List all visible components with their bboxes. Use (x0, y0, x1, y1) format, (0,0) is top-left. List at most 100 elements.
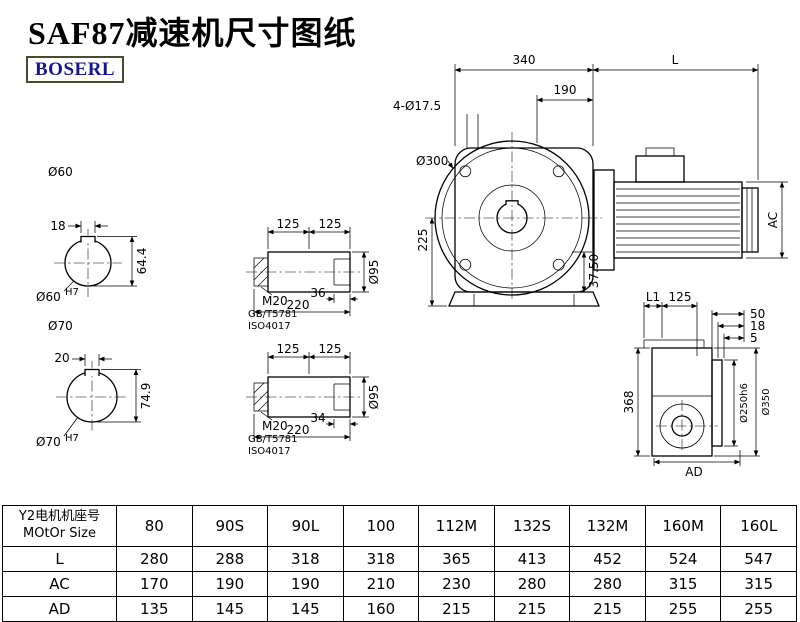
table-header-row: Y2电机机座号 MOtOr Size 80 90S 90L 100 112M 1… (2, 505, 797, 547)
side-5-dim: 5 (750, 331, 758, 345)
column-header: 80 (116, 505, 193, 547)
shaft-top-length-dim: 220 (287, 298, 310, 312)
cell: 413 (493, 546, 571, 572)
cell: 190 (267, 571, 344, 597)
motor-size-header-en: MOtOr Size (23, 526, 96, 541)
column-header: 160L (720, 505, 797, 547)
dia-60-label: Ø60 (48, 165, 73, 179)
shaft-bottom-dia-dim: Ø95 (367, 385, 381, 410)
motor-size-header-cn: Y2电机机座号 (18, 509, 101, 525)
side-spigot-dia-dim: Ø250h6 (738, 383, 750, 423)
shaft-top-standard-1: GB/T5781 (248, 309, 298, 320)
center-height-dim: 225 (416, 229, 430, 252)
cell: 255 (720, 596, 797, 622)
cell: 145 (267, 596, 344, 622)
cell: 288 (191, 546, 269, 572)
shaft-bottom-seg2-dim: 125 (319, 342, 342, 356)
column-header: 132S (493, 505, 571, 547)
column-header: 90S (191, 505, 269, 547)
page-title: SAF87减速机尺寸图纸 (28, 15, 357, 51)
bore-section-60-geometry (54, 221, 137, 297)
side-view-geometry (634, 302, 760, 466)
column-header: 112M (418, 505, 495, 547)
technical-drawing: Ø60 18 64.4 Ø60 H7 Ø70 20 74.9 Ø70 H7 (36, 53, 788, 479)
cell: 315 (644, 571, 722, 597)
side-125-dim: 125 (669, 290, 692, 304)
cell: 318 (267, 546, 344, 572)
cell: 280 (569, 571, 646, 597)
cell: 280 (493, 571, 571, 597)
column-header: 100 (342, 505, 420, 547)
bore-section-70-geometry (56, 354, 141, 437)
cell: 365 (418, 546, 495, 572)
shaft-bottom-thread-label: M20 (262, 419, 288, 433)
side-l1-dim: L1 (646, 290, 660, 304)
table-row-AD: AD 135 145 145 160 215 215 215 255 255 (2, 596, 797, 622)
table-row-AC: AC 170 190 190 210 230 280 280 315 315 (2, 571, 797, 597)
motor-height-dim: AC (766, 212, 780, 228)
bore-70-label: Ø70 (36, 435, 61, 449)
cell: 255 (644, 596, 722, 622)
side-50-dim: 50 (750, 307, 765, 321)
bore-60-label: Ø60 (36, 290, 61, 304)
side-flange-dia-dim: Ø350 (760, 389, 772, 416)
cell: 215 (418, 596, 495, 622)
column-header: 132M (569, 505, 646, 547)
cell: 135 (116, 596, 193, 622)
bolt-holes-label: 4-Ø17.5 (393, 99, 441, 113)
cell: 215 (493, 596, 571, 622)
row-label: L (2, 546, 117, 572)
cell: 210 (342, 571, 420, 597)
front-190-dim: 190 (554, 83, 577, 97)
shaft-top-dia-dim: Ø95 (367, 260, 381, 285)
cell: 190 (191, 571, 269, 597)
bore-70-tolerance: H7 (65, 433, 79, 444)
cell: 524 (644, 546, 722, 572)
cell: 170 (116, 571, 193, 597)
keyway-width-70-dim: 20 (54, 351, 69, 365)
bore-height-60-dim: 64.4 (135, 248, 149, 275)
column-header: 160M (644, 505, 722, 547)
cell: 215 (569, 596, 646, 622)
cell: 315 (720, 571, 797, 597)
table-row-L: L 280 288 318 318 365 413 452 524 547 (2, 546, 797, 572)
cell: 145 (191, 596, 269, 622)
front-width-dim: 340 (513, 53, 536, 67)
cell: 452 (569, 546, 646, 572)
bore-height-70-dim: 74.9 (139, 383, 153, 410)
shaft-top-thread-label: M20 (262, 294, 288, 308)
cell: 318 (342, 546, 420, 572)
row-label: AD (2, 596, 117, 622)
flange-dia-label: Ø300 (416, 154, 448, 168)
dimension-table: Y2电机机座号 MOtOr Size 80 90S 90L 100 112M 1… (2, 505, 797, 622)
shaft-top-seg1-dim: 125 (277, 217, 300, 231)
side-height-dim: 368 (622, 391, 636, 414)
column-header: 90L (267, 505, 344, 547)
shaft-top-geometry (246, 227, 369, 316)
front-view-geometry (425, 64, 788, 307)
bore-60-tolerance: H7 (65, 287, 79, 298)
side-18-dim: 18 (750, 319, 765, 333)
cell: 160 (342, 596, 420, 622)
brand-logo-text: BOSERL (35, 59, 116, 80)
motor-size-header-cell: Y2电机机座号 MOtOr Size (2, 505, 117, 547)
shaft-bottom-length-dim: 220 (287, 423, 310, 437)
shaft-top-seg2-dim: 125 (319, 217, 342, 231)
cell: 230 (418, 571, 495, 597)
motor-length-dim: L (672, 53, 679, 67)
shaft-bottom-keylen-dim: 34 (310, 411, 325, 425)
shaft-top-keylen-dim: 36 (310, 286, 325, 300)
cell: 547 (720, 546, 797, 572)
shaft-bottom-standard-2: ISO4017 (248, 446, 291, 457)
shaft-top-standard-2: ISO4017 (248, 321, 291, 332)
keyway-width-60-dim: 18 (50, 219, 65, 233)
side-ad-dim: AD (685, 465, 702, 479)
shaft-bottom-standard-1: GB/T5781 (248, 434, 298, 445)
cell: 280 (116, 546, 193, 572)
shaft-bottom-geometry (246, 352, 369, 441)
row-label: AC (2, 571, 117, 597)
front-3750-dim: 37.50 (587, 254, 601, 288)
dia-70-label: Ø70 (48, 319, 73, 333)
shaft-bottom-seg1-dim: 125 (277, 342, 300, 356)
